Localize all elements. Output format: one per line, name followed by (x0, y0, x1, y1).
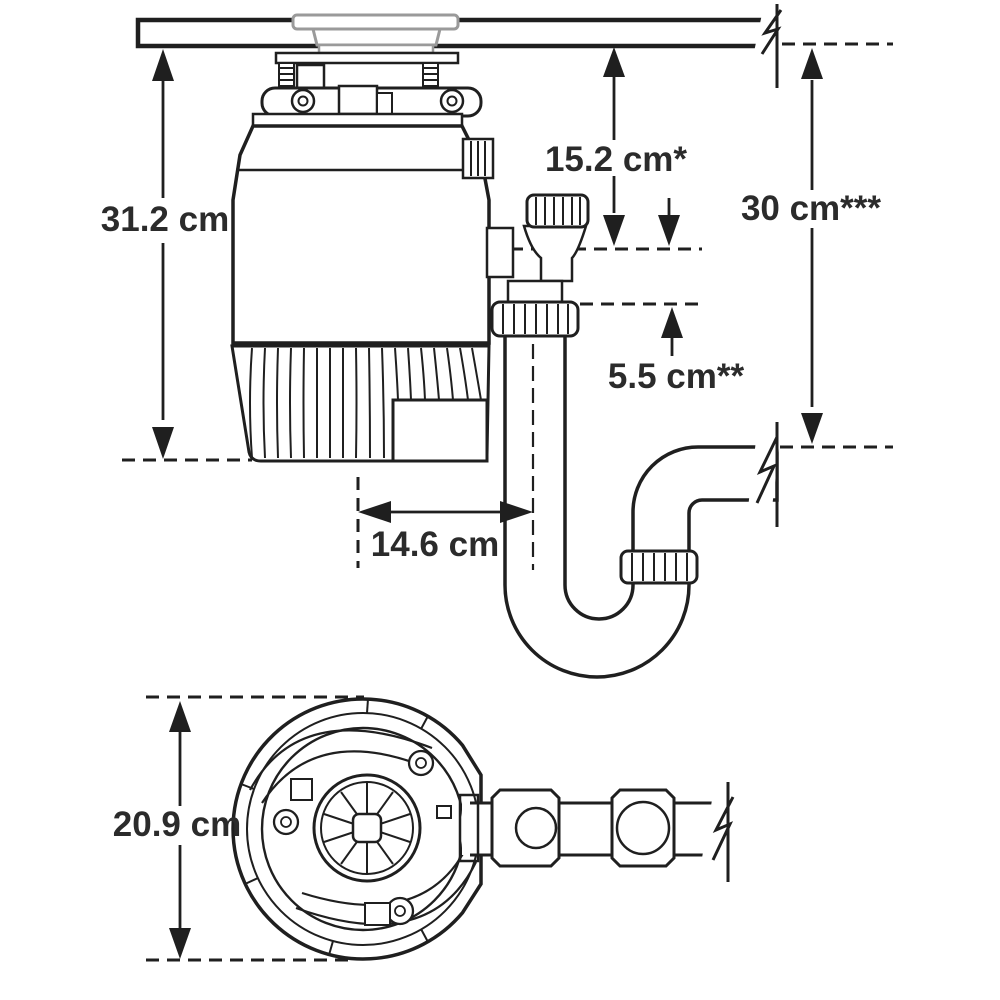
guard-spokes (323, 783, 411, 873)
arrow-down (152, 427, 174, 459)
bottom-view: 20.9 cm (113, 697, 737, 961)
tailpipe-collar (506, 279, 564, 304)
arrow-down (169, 928, 191, 959)
body-neck (251, 112, 464, 128)
slip-nut-trap (619, 549, 699, 585)
flange-collar (311, 27, 442, 47)
discharge-pipe-bottom-view (458, 782, 737, 882)
discharge-elbow (522, 224, 588, 283)
slip-nut-tailpipe (490, 300, 580, 338)
slip-nut-upper (525, 193, 590, 229)
outlet-drop-label: 5.5 cm** (608, 357, 745, 396)
mounting-tab (376, 92, 393, 115)
disposer-body (231, 112, 491, 345)
disposer-height-label: 31.2 cm (101, 200, 229, 239)
dimension-disposer-height: 31.2 cm (101, 49, 229, 459)
mounting-block (337, 84, 379, 116)
pipe-nut-1 (490, 788, 561, 868)
pipe-nut-2 (610, 788, 676, 868)
trap-tube (503, 332, 779, 679)
arrow-up (152, 49, 174, 81)
side-view: 31.2 cm 15.2 cm* 5.5 cm** 30 cm*** (101, 4, 893, 962)
arrow-down (801, 413, 823, 444)
sink-to-outlet-label: 15.2 cm* (545, 140, 687, 179)
break-zigzag (760, 9, 783, 55)
upper-mounting-ring (274, 51, 460, 65)
dishwasher-inlet (461, 137, 495, 180)
ring-segments (240, 698, 429, 956)
outlet-flange (458, 793, 480, 863)
mounting-assembly (260, 51, 483, 118)
skirt-ribs (249, 347, 482, 459)
body-width-label: 20.9 cm (113, 805, 241, 844)
trap-assembly (490, 193, 779, 679)
body-shell (231, 124, 491, 345)
arrow-up (169, 701, 191, 732)
arrow-down (603, 215, 625, 246)
dimension-counter-to-drain: 30 cm*** (741, 48, 881, 444)
break-mask (748, 440, 780, 508)
guard-hub (351, 812, 383, 844)
counter-to-drain-label: 30 cm*** (741, 189, 881, 228)
reference-lines (122, 42, 893, 962)
discharge-outlet-stub (485, 226, 515, 279)
arrow-up (603, 47, 625, 77)
disposer-skirt (230, 344, 491, 463)
arrow-up (801, 48, 823, 79)
splash-guard (312, 773, 422, 883)
dimension-outlet-drop: 5.5 cm** (608, 307, 745, 396)
flange-rim (291, 13, 460, 31)
mounting-bolt-left-center (297, 95, 309, 107)
arrow-left (358, 501, 391, 523)
break-zigzag (755, 436, 779, 504)
arrow-right (500, 501, 533, 523)
break-zigzag (711, 796, 735, 861)
pipe-break (702, 782, 737, 882)
dimension-sink-to-outlet: 15.2 cm* (545, 47, 687, 246)
dimension-center-to-trap: 14.6 cm (358, 501, 533, 564)
countertop-break (754, 4, 784, 88)
center-to-trap-label: 14.6 cm (371, 525, 499, 564)
arrow-up (661, 307, 683, 338)
drain-break (748, 422, 780, 527)
sink-flange (291, 13, 460, 55)
mounting-bolt-right-center (446, 95, 458, 107)
skirt-panel (391, 398, 489, 463)
mounting-lugs (272, 749, 452, 926)
arrow-down-secondary (658, 215, 680, 246)
dimension-body-width: 20.9 cm (113, 701, 241, 959)
